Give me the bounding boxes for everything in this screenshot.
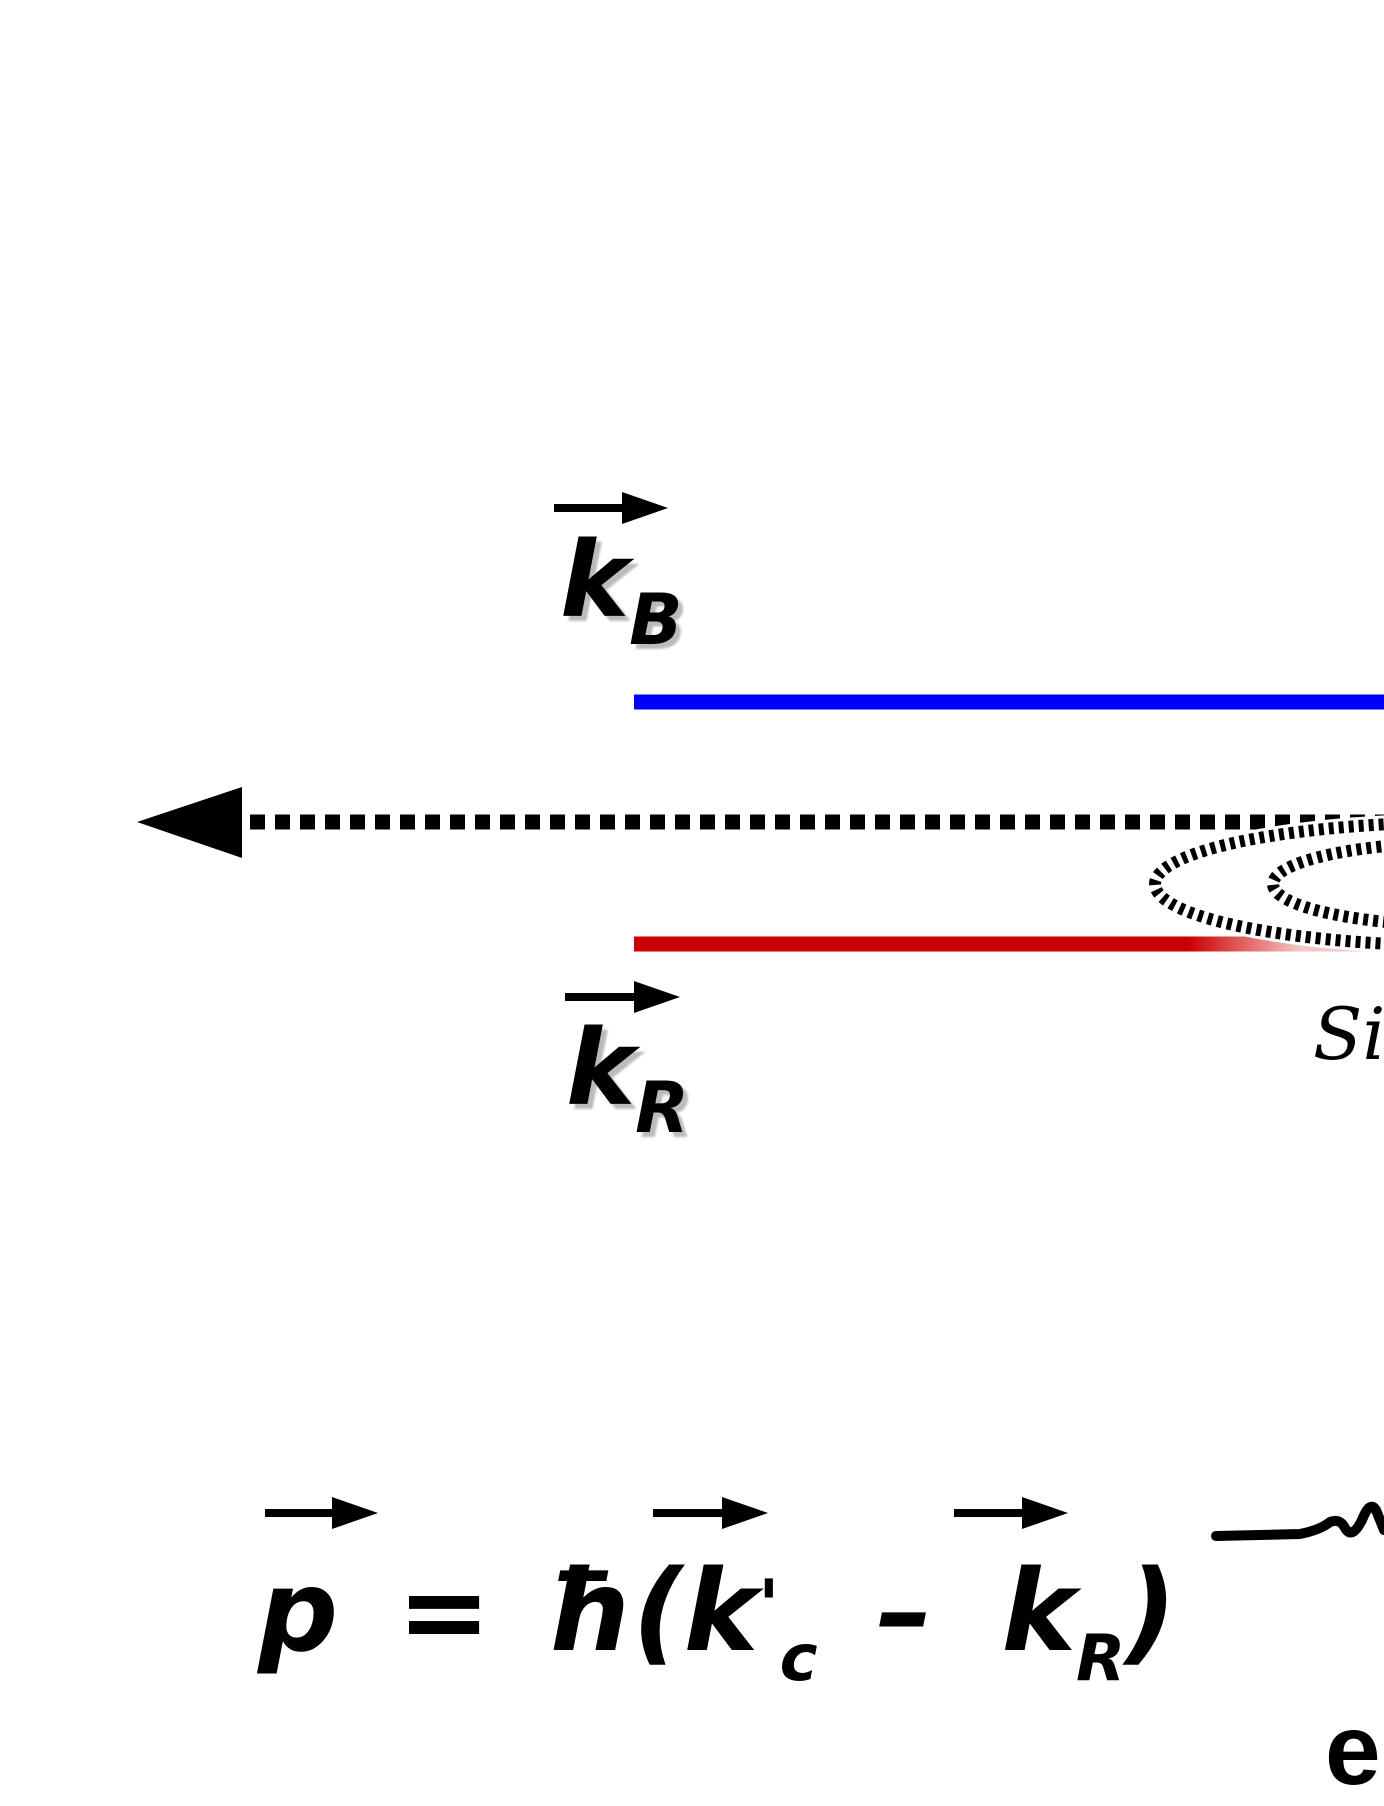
inner-dashed-ellipse [1264,837,1384,931]
vector-arrow-kr-eq-icon [954,1497,1068,1529]
eq-p: p [258,1547,339,1677]
label-k-r-main: k [566,1007,636,1129]
eq-k-r: k [1001,1547,1077,1677]
eq-close-paren: ) [1125,1547,1177,1677]
label-k-b-main: k [560,519,630,641]
eq-equals: = [397,1547,492,1677]
eq-k-c-sub: c [779,1622,818,1696]
outer-dashed-ellipse-stroke [1149,818,1384,950]
label-k-b-sub: B [629,579,683,661]
label-k-b: kB [560,528,683,655]
vector-arrow-kr-icon [565,981,680,1013]
arrow-head-left-icon [137,787,242,858]
vector-arrow-p-icon [265,1497,378,1529]
momentum-equation: p = ħ(k'c – kR) [258,1556,1177,1691]
e-label: e [1325,1694,1381,1806]
label-k-r: kR [566,1016,689,1143]
eq-k-c: k [683,1547,759,1677]
eq-k-r-sub: R [1076,1622,1126,1696]
eq-k-c-prime: ' [758,1565,780,1647]
eq-hbar: ħ( [544,1547,684,1677]
label-k-r-sub: R [635,1067,690,1149]
squiggle-line [1211,1501,1384,1541]
eq-minus: – [876,1547,933,1677]
vector-arrow-kc-icon [653,1497,768,1529]
si-label: Si [1313,992,1384,1076]
vector-arrow-kb-icon [554,492,668,524]
